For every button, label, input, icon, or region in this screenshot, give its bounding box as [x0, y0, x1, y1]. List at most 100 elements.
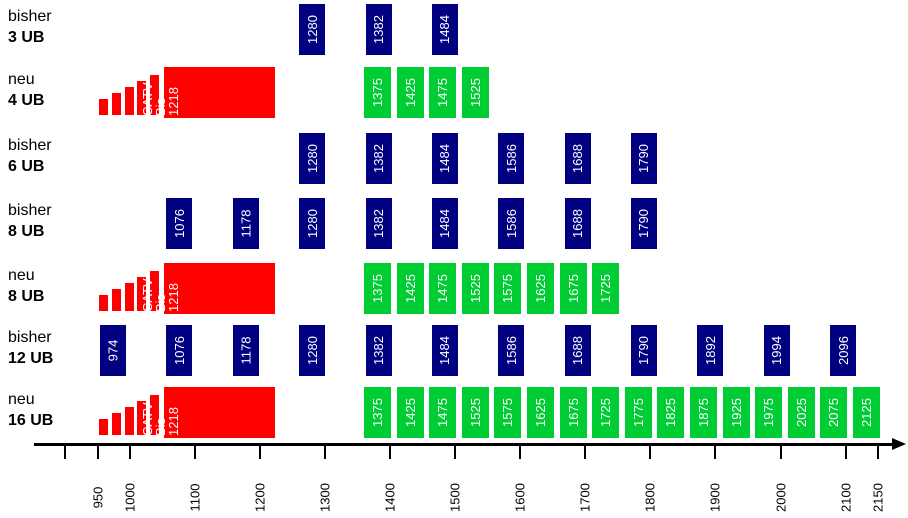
channel-frequency: 1725 — [598, 398, 614, 427]
axis-tick-label: 1200 — [252, 483, 268, 512]
channel-block-new: 1775 — [624, 387, 652, 438]
catv-block: CATV Bis 1218 — [140, 387, 275, 438]
axis-tick-label: 1500 — [447, 483, 463, 512]
channel-frequency: 1925 — [728, 398, 744, 427]
channel-block-new: 1475 — [429, 387, 457, 438]
channel-block-legacy: 1178 — [232, 198, 259, 249]
row-label: neu 16 UB — [8, 389, 53, 431]
channel-frequency: 1280 — [304, 144, 320, 173]
channel-frequency: 1875 — [696, 398, 712, 427]
channel-block-legacy: 1688 — [564, 133, 591, 184]
channel-frequency: 1675 — [565, 398, 581, 427]
channel-frequency: 1575 — [500, 274, 516, 303]
catv-block: CATV Bis 1218 — [140, 67, 275, 118]
row-label-kind: neu — [8, 391, 35, 408]
channel-block-legacy: 1280 — [299, 133, 326, 184]
channel-block-legacy: 1382 — [365, 133, 392, 184]
channel-frequency: 1825 — [663, 398, 679, 427]
channel-frequency: 2025 — [793, 398, 809, 427]
channel-frequency: 1892 — [702, 336, 718, 365]
channel-block-new: 1925 — [722, 387, 750, 438]
axis-tick — [779, 446, 782, 459]
channel-frequency: 2125 — [859, 398, 875, 427]
axis-tick — [96, 446, 99, 459]
channel-block-legacy: 1076 — [166, 198, 193, 249]
channel-block-legacy: 1484 — [431, 4, 458, 55]
channel-block-new: 1675 — [559, 387, 587, 438]
axis-tick-label: 1000 — [122, 483, 138, 512]
channel-block-new: 2125 — [853, 387, 880, 438]
axis-tick — [877, 446, 880, 459]
channel-frequency: 1280 — [304, 336, 320, 365]
channel-block-legacy: 1280 — [299, 4, 326, 55]
channel-frequency: 1475 — [435, 398, 451, 427]
channel-frequency: 1484 — [437, 209, 453, 238]
catv-block: CATV Bis 1218 — [140, 263, 275, 314]
channel-frequency: 1975 — [761, 398, 777, 427]
channel-block-legacy: 1382 — [365, 325, 392, 376]
channel-frequency: 1484 — [437, 15, 453, 44]
channel-frequency: 1688 — [570, 336, 586, 365]
channel-block-legacy: 1892 — [697, 325, 724, 376]
channel-frequency: 1586 — [503, 144, 519, 173]
channel-block-new: 1625 — [527, 387, 554, 438]
channel-frequency: 974 — [105, 339, 121, 362]
channel-frequency: 1425 — [402, 274, 418, 303]
axis-tick — [844, 446, 847, 459]
axis-tick-label: 1100 — [187, 483, 203, 512]
channel-frequency: 2075 — [826, 398, 842, 427]
channel-frequency: 1484 — [437, 336, 453, 365]
signal-stair-icon — [99, 295, 108, 311]
channel-frequency: 1382 — [371, 15, 387, 44]
channel-block-legacy: 1790 — [630, 133, 657, 184]
channel-block-legacy: 1484 — [431, 198, 458, 249]
row-label: bisher 8 UB — [8, 200, 52, 242]
row-label-kind: bisher — [8, 202, 52, 219]
channel-block-legacy: 1688 — [564, 325, 591, 376]
channel-frequency: 1586 — [503, 209, 519, 238]
channel-block-legacy: 974 — [100, 325, 127, 376]
channel-block-new: 1475 — [429, 67, 457, 118]
axis-tick-label: 1700 — [577, 483, 593, 512]
signal-stair-icon — [124, 407, 134, 435]
channel-block-legacy: 1586 — [498, 133, 525, 184]
axis-tick — [194, 446, 197, 459]
axis-tick — [584, 446, 587, 459]
signal-stair-icon — [137, 277, 147, 311]
row-label-kind: neu — [8, 267, 35, 284]
channel-block-legacy: 1076 — [166, 325, 193, 376]
row-label-count: 8 UB — [8, 223, 45, 240]
channel-block-legacy: 1280 — [299, 325, 326, 376]
channel-frequency: 1525 — [467, 398, 483, 427]
axis-tick — [519, 446, 522, 459]
channel-block-legacy: 1688 — [564, 198, 591, 249]
channel-block-new: 1975 — [755, 387, 783, 438]
channel-frequency: 1425 — [402, 78, 418, 107]
channel-frequency: 1475 — [435, 78, 451, 107]
channel-block-new: 2075 — [820, 387, 848, 438]
channel-frequency: 1586 — [503, 336, 519, 365]
channel-block-new: 1625 — [527, 263, 554, 314]
channel-frequency: 1625 — [533, 398, 549, 427]
axis-tick-label: 1900 — [707, 483, 723, 512]
channel-block-legacy: 1382 — [365, 198, 392, 249]
axis-tick — [129, 446, 132, 459]
axis-tick-label: 1600 — [512, 483, 528, 512]
axis-tick — [324, 446, 327, 459]
channel-block-legacy: 2096 — [829, 325, 856, 376]
channel-frequency: 1484 — [437, 144, 453, 173]
axis-tick-label: 950 — [90, 486, 105, 509]
channel-block-legacy: 1994 — [763, 325, 790, 376]
channel-block-new: 1725 — [592, 263, 620, 314]
signal-stair-icon — [150, 271, 160, 311]
channel-frequency: 1575 — [500, 398, 516, 427]
channel-frequency: 1475 — [435, 274, 451, 303]
axis-tick-label: 2000 — [773, 483, 789, 512]
channel-frequency: 1994 — [769, 336, 785, 365]
row-label-count: 16 UB — [8, 412, 54, 429]
channel-frequency: 1382 — [371, 336, 387, 365]
axis-tick — [64, 446, 66, 459]
channel-frequency: 1280 — [304, 15, 320, 44]
